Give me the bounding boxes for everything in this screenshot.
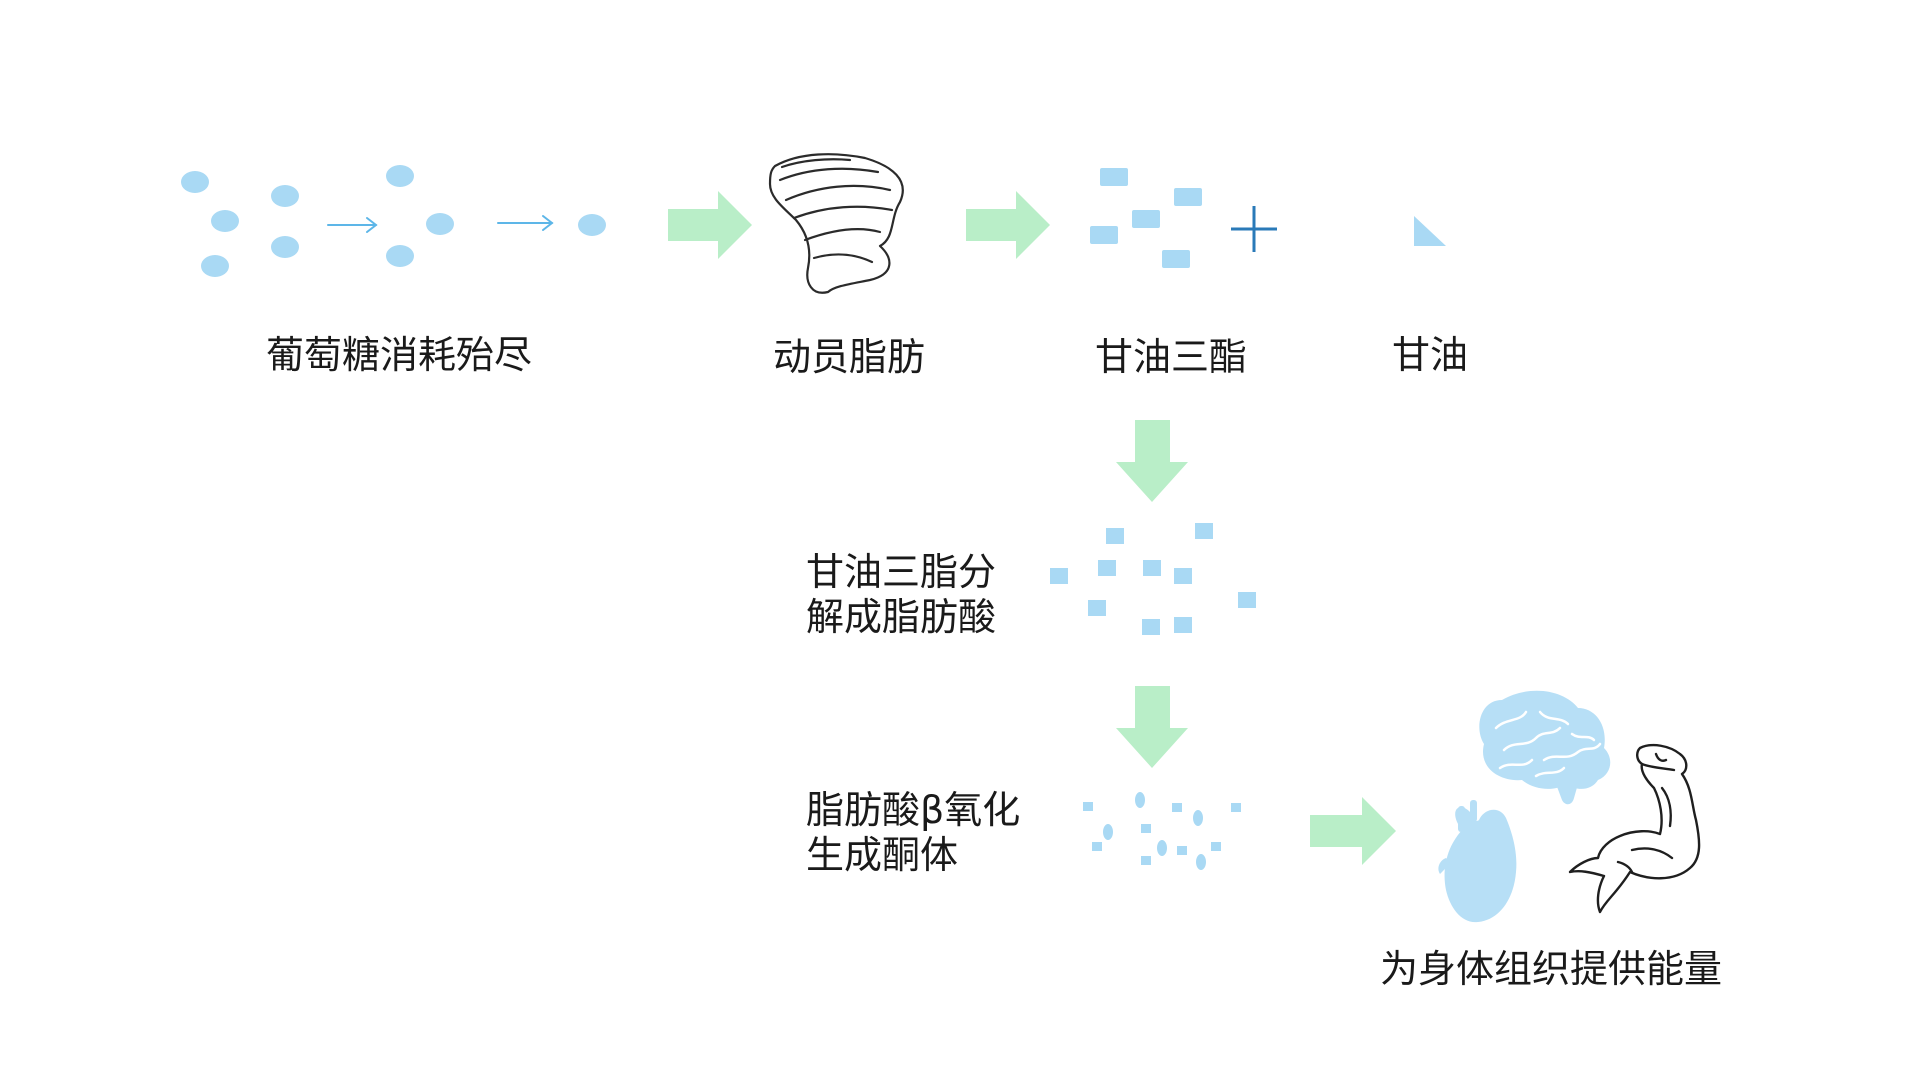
glucose-dot [426,213,454,235]
particle [1196,854,1206,870]
particle [1092,842,1102,851]
label-glucose-depleted: 葡萄糖消耗殆尽 [266,333,533,377]
particle [1143,560,1161,576]
glucose-dot [181,171,209,193]
label-oxidation-line1: 脂肪酸β氧化 [806,788,1021,832]
flow-arrow-right [966,191,1050,259]
label-glycerol: 甘油 [1392,333,1469,377]
particle [1132,210,1160,228]
glucose-dot [201,255,229,277]
particle [1141,824,1151,833]
fatty-acid-particles [1050,523,1256,635]
label-oxidation: 脂肪酸β氧化 生成酮体 [806,788,1020,878]
particle [1088,600,1106,616]
triglyceride-particles [1090,168,1202,268]
particle [1195,523,1213,539]
glucose-dot [578,214,606,236]
label-hydrolysis-line1: 甘油三脂分 [806,550,997,594]
particle [1090,226,1118,244]
particle [1211,842,1221,851]
glucose-dot [271,236,299,258]
heart-icon [1438,800,1517,923]
label-oxidation-line2: 生成酮体 [806,832,959,877]
flow-arrow-down [1116,420,1188,502]
particle [1174,568,1192,584]
particle [1135,792,1145,808]
glucose-dot [211,210,239,232]
particle [1162,250,1190,268]
fat-tissue-icon [768,153,904,294]
particle [1172,803,1182,812]
label-energy-supply: 为身体组织提供能量 [1380,947,1723,991]
brain-icon [1479,690,1611,805]
particle [1177,846,1187,855]
glycerol-triangle [1414,216,1446,246]
particle [1141,856,1151,865]
thin-arrows [327,215,554,233]
flow-arrow-right [1310,797,1396,865]
particle [1174,188,1202,206]
flow-arrow-down [1116,686,1188,768]
particle [1098,560,1116,576]
particle [1157,840,1167,856]
particle [1100,168,1128,186]
particle [1193,810,1203,826]
glucose-dot [386,245,414,267]
particle [1106,528,1124,544]
flexed-arm-icon [1568,743,1701,914]
particle [1142,619,1160,635]
flow-arrows [668,191,1396,865]
ketone-particles [1083,792,1241,870]
glucose-dots [181,165,606,277]
plus-icon [1231,206,1277,252]
label-mobilize-fat: 动员脂肪 [773,335,926,379]
glucose-dot [386,165,414,187]
label-hydrolysis-line2: 解成脂肪酸 [806,594,997,639]
particle [1103,824,1113,840]
particle [1174,617,1192,633]
particle [1050,568,1068,584]
particle [1231,803,1241,812]
label-hydrolysis: 甘油三脂分 解成脂肪酸 [806,550,996,640]
thin-arrow-icon [327,217,378,233]
particle [1083,802,1093,811]
flow-arrow-right [668,191,752,259]
particle [1238,592,1256,608]
label-triglyceride: 甘油三酯 [1095,335,1248,379]
thin-arrow-icon [497,215,554,231]
glucose-dot [271,185,299,207]
